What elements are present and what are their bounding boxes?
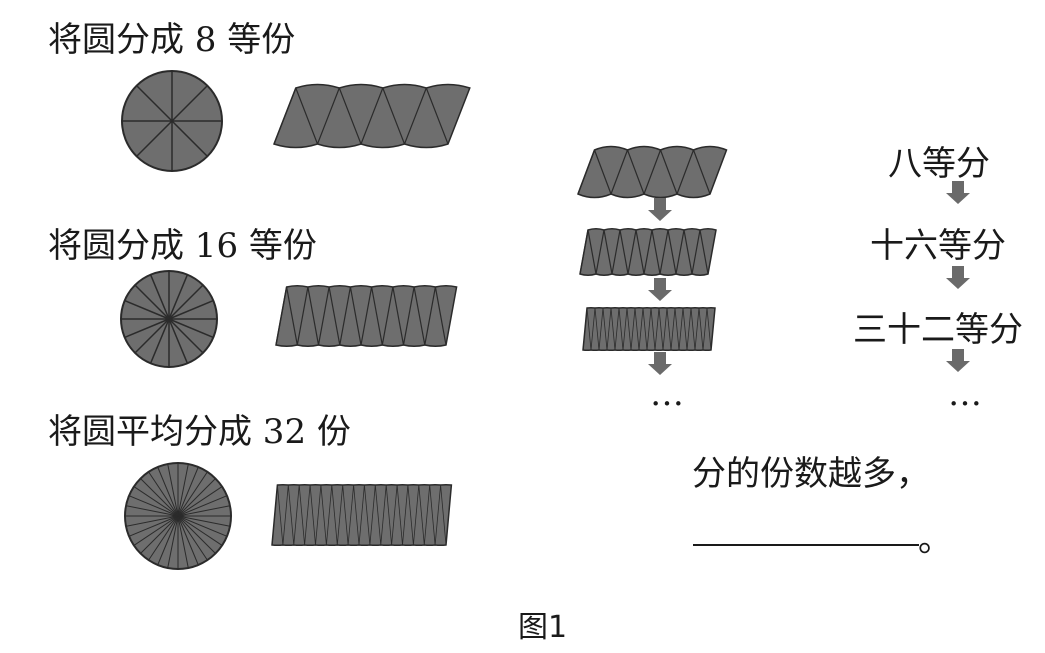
- circle-32-radius: [177, 486, 223, 517]
- circle-32-radius: [177, 515, 208, 561]
- answer-blank: [693, 544, 919, 546]
- circle-32-radius: [148, 471, 179, 517]
- sequence-strip-8-divisions: [577, 149, 711, 195]
- stage-arrow-down-icon: [946, 349, 970, 372]
- row-label-32: 将圆平均分成 32 份: [48, 412, 351, 452]
- sequence-arrow-down-icon: [648, 198, 672, 221]
- circle-16-radius: [134, 318, 170, 354]
- circle-16-radius: [168, 284, 204, 320]
- circle-32-radius: [177, 515, 189, 569]
- stage-label-32: 三十二等分: [853, 310, 1023, 350]
- figure-caption: 图1: [518, 610, 568, 645]
- circle-32-radius: [167, 515, 179, 569]
- circle-32-radius: [177, 471, 208, 517]
- circle-32-radius: [133, 486, 179, 517]
- circle-32-radius: [177, 466, 199, 517]
- circle-32-radius: [177, 478, 216, 517]
- rearranged-strip-32-divisions: [271, 484, 447, 546]
- sequence-strip-32-divisions: [582, 307, 712, 351]
- circle-8-radius: [136, 120, 173, 157]
- stage-label-16: 十六等分: [870, 226, 1006, 266]
- circle-8-radius: [136, 85, 173, 122]
- stage-arrow-down-icon: [946, 181, 970, 204]
- circle-32-radius: [177, 515, 199, 566]
- stage-arrow-down-icon: [946, 266, 970, 289]
- conclusion-end-mark: 。: [918, 520, 952, 560]
- sequence-strip-16-divisions: [579, 229, 709, 275]
- circle-32-radius: [177, 515, 216, 554]
- circle-16-radius: [168, 318, 189, 364]
- circle-32-radius: [157, 515, 179, 566]
- circle-32-radius: [128, 515, 179, 537]
- circle-32-radius: [177, 515, 223, 546]
- circle-32-radius: [177, 495, 228, 517]
- circle-8-radius: [171, 120, 208, 157]
- circle-32-radius: [167, 463, 179, 517]
- circle-32-radius: [177, 463, 189, 517]
- circle-16-radius: [168, 318, 204, 354]
- row-label-8: 将圆分成 8 等份: [48, 20, 296, 60]
- circle-32-radius: [157, 466, 179, 517]
- conclusion-text: 分的份数越多，: [692, 454, 930, 494]
- rearranged-strip-16-divisions: [275, 286, 447, 346]
- circle-16-radius: [124, 299, 170, 320]
- circle-16-radius: [168, 299, 214, 320]
- circle-32-radius: [133, 515, 179, 546]
- circle-16-radius: [168, 274, 189, 320]
- circle-32-radius: [148, 515, 179, 561]
- circle-32-radius: [177, 515, 231, 527]
- sequence-arrow-down-icon: [648, 352, 672, 375]
- sequence-arrow-down-icon: [648, 278, 672, 301]
- circle-16-radius: [134, 284, 170, 320]
- sequence-ellipsis: …: [650, 374, 684, 414]
- circle-32-radius: [177, 505, 231, 517]
- circle-16-radius: [124, 318, 170, 339]
- circle-32-radius: [128, 495, 179, 517]
- stage-label-8: 八等分: [888, 144, 990, 184]
- circle-16-radius: [149, 318, 170, 364]
- circle-32-radius: [125, 505, 179, 517]
- row-label-16: 将圆分成 16 等份: [48, 226, 317, 266]
- rearranged-strip-8-divisions: [273, 87, 449, 145]
- circle-16-radius: [168, 318, 214, 339]
- circle-16-radius: [149, 274, 170, 320]
- circle-32-radius: [125, 515, 179, 527]
- circle-32-radius: [177, 515, 228, 537]
- stage-ellipsis: …: [948, 374, 982, 414]
- circle-32-radius: [140, 478, 179, 517]
- circle-8-radius: [171, 85, 208, 122]
- circle-32-radius: [140, 515, 179, 554]
